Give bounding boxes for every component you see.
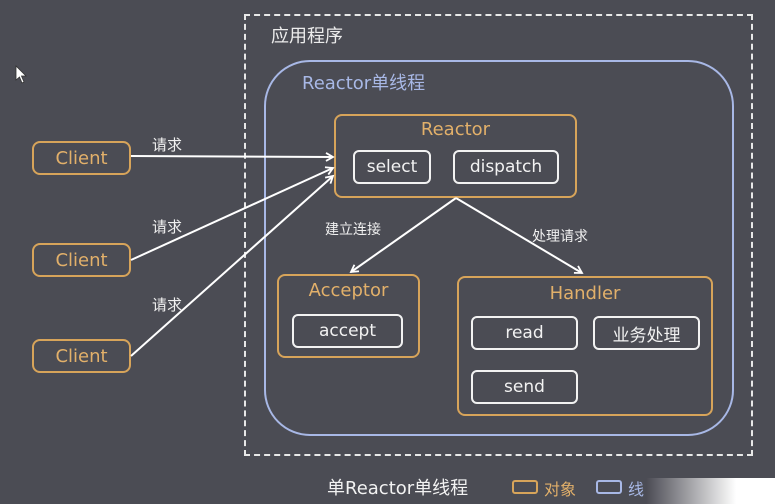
send-method: send (471, 370, 578, 404)
client-2: Client (32, 243, 131, 277)
legend-thread-swatch (596, 480, 622, 494)
diagram-caption: 单Reactor单线程 (327, 478, 469, 499)
thread-label: Reactor单线程 (302, 73, 426, 94)
legend-thread-label: 线 (628, 480, 645, 499)
mouse-pointer-icon (15, 65, 27, 84)
client-3: Client (32, 339, 131, 373)
diagram-background (0, 0, 775, 478)
reactor-thread-boundary (264, 60, 734, 436)
business-logic-method: 业务处理 (593, 316, 700, 350)
acceptor-title: Acceptor (308, 280, 389, 301)
accept-method: accept (292, 314, 403, 348)
connection-arrows (15, 65, 584, 357)
dispatch-method: dispatch (453, 150, 559, 184)
acceptor-box (277, 274, 420, 358)
client-3-request-arrow (130, 174, 335, 357)
handle-request-label: 处理请求 (532, 229, 588, 245)
select-method: select (353, 150, 431, 184)
reactor-to-acceptor-arrow (349, 197, 457, 274)
legend-object-swatch (512, 480, 538, 494)
client-2-request-label: 请求 (152, 218, 183, 236)
reactor-box (334, 114, 577, 198)
legend-bar (0, 478, 775, 504)
client-2-request-arrow (130, 166, 335, 261)
client-1: Client (32, 141, 131, 175)
client-1-request-arrow (130, 152, 335, 162)
watermark-fade (646, 478, 775, 504)
reactor-to-handler-arrow (455, 197, 584, 274)
read-method: read (471, 316, 578, 350)
reactor-title: Reactor (420, 119, 491, 140)
application-label: 应用程序 (271, 26, 343, 47)
legend-object-label: 对象 (544, 480, 577, 499)
handler-box (457, 276, 713, 416)
client-3-request-label: 请求 (152, 296, 183, 314)
establish-connection-label: 建立连接 (325, 222, 381, 238)
handler-title: Handler (549, 283, 621, 304)
client-1-request-label: 请求 (152, 136, 183, 154)
application-boundary (244, 14, 753, 456)
